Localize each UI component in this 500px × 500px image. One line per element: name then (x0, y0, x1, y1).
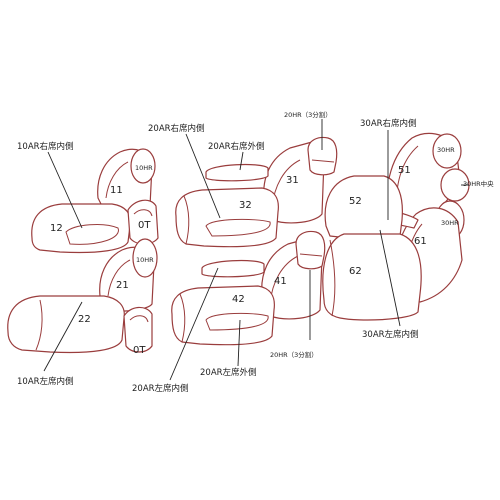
row2-seats (171, 136, 338, 346)
part-12: 12 (50, 223, 63, 234)
armrest-20ar-left-outer (201, 259, 265, 278)
armrest-0t-top (127, 199, 159, 245)
label-20hr-top: 20HR（3分割） (284, 110, 332, 119)
part-51: 51 (398, 165, 411, 176)
headrest-20hr-top (307, 136, 338, 176)
part-0t-bottom: 0T (133, 345, 146, 356)
label-20ar-left-inner: 20AR左席内側 (132, 383, 189, 394)
label-30ar-left-inner: 30AR左席内側 (362, 329, 419, 340)
part-61: 61 (414, 236, 427, 247)
part-41: 41 (274, 276, 287, 287)
part-42: 42 (232, 294, 245, 305)
part-10hr-bottom: 10HR (136, 256, 154, 264)
part-31: 31 (286, 175, 299, 186)
label-10ar-left-inner: 10AR左席内側 (17, 376, 74, 387)
seat-cushion-22 (7, 295, 125, 354)
part-0t-top: 0T (138, 220, 151, 231)
row3-bench (322, 132, 470, 321)
armrest-20ar-right-outer (205, 163, 269, 182)
headrest-10hr-top (130, 148, 156, 184)
label-20ar-right-outer: 20AR右席外側 (208, 141, 265, 152)
seat-cushion-42 (171, 285, 275, 346)
seat-part-52 (324, 175, 403, 239)
label-20ar-right-inner: 20AR右席内側 (148, 123, 205, 134)
leader-lines (43, 119, 469, 381)
part-22: 22 (78, 314, 91, 325)
seat-cushion-32 (175, 187, 279, 248)
label-30hr-center: 30HR中央 (463, 179, 494, 188)
label-20hr-bottom: 20HR（3分割） (270, 350, 318, 359)
part-numbers: 11 10HR 12 0T 21 10HR 22 0T 31 32 41 42 … (50, 146, 459, 356)
part-62: 62 (349, 266, 362, 277)
label-10ar-right-inner: 10AR右席内側 (17, 141, 74, 152)
label-30ar-right-inner: 30AR右席内側 (360, 118, 417, 129)
headrest-30hr-top (432, 133, 462, 169)
part-32: 32 (239, 200, 252, 211)
seat-cushion-62 (322, 233, 422, 321)
part-30hr-top: 30HR (437, 146, 455, 154)
part-30hr-bottom: 30HR (441, 219, 459, 227)
headrest-20hr-bottom (295, 230, 326, 270)
part-11: 11 (110, 185, 123, 196)
part-52: 52 (349, 196, 362, 207)
part-21: 21 (116, 280, 129, 291)
row1-seats (7, 148, 159, 354)
label-20ar-left-outer: 20AR左席外側 (200, 367, 257, 378)
callout-labels: 10AR右席内側 10AR左席内側 20AR右席内側 20AR右席外側 20AR… (17, 110, 494, 394)
part-10hr-top: 10HR (135, 164, 153, 172)
headrest-10hr-bottom (132, 238, 158, 278)
seat-cushion-12 (31, 203, 131, 254)
